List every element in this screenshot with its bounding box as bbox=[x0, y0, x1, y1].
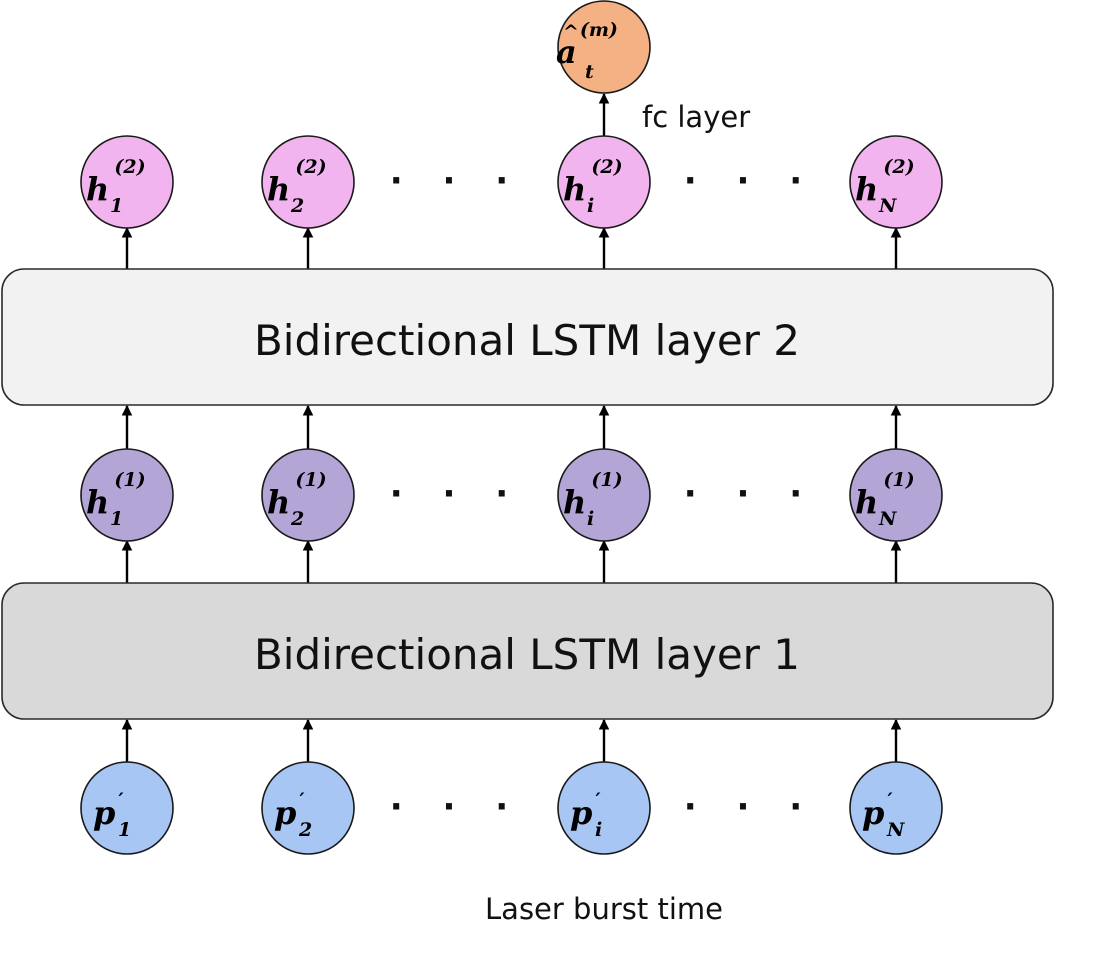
hidden1-node-2: h (1) 2 bbox=[261, 448, 355, 542]
svg-text:h (2) 1: h (2) 1 bbox=[86, 156, 151, 217]
svg-text:h (2) 2: h (2) 2 bbox=[267, 156, 332, 217]
hidden1-ellipsis-right: · · · bbox=[684, 474, 816, 514]
svg-text:p ′ 2: p ′ 2 bbox=[274, 789, 312, 841]
hidden1-node-N: h (1) N bbox=[849, 448, 943, 542]
hidden2-node-i: h (2) i bbox=[557, 135, 651, 229]
svg-text:h (2) i: h (2) i bbox=[563, 156, 628, 217]
input-ellipsis-left: · · · bbox=[390, 787, 522, 827]
lstm-layer-1-box bbox=[1, 582, 1054, 720]
svg-text:h (2) N: h (2) N bbox=[855, 156, 920, 217]
input-ellipsis-right: · · · bbox=[684, 787, 816, 827]
output-node-hat: ^ bbox=[563, 21, 579, 43]
hidden1-row: h (1) 1 h (1) 2 h (1) i h ( bbox=[80, 448, 943, 542]
connection-arrows bbox=[121, 92, 902, 763]
svg-text:h (1) 1: h (1) 1 bbox=[86, 469, 151, 530]
hidden2-row: h (2) 1 h (2) 2 h (2) i h ( bbox=[80, 135, 943, 229]
hidden1-node-i: h (1) i bbox=[557, 448, 651, 542]
output-node-label: a (m) t bbox=[556, 19, 623, 83]
fc-layer-label: fc layer bbox=[642, 100, 750, 134]
hidden2-node-2: h (2) 2 bbox=[261, 135, 355, 229]
svg-text:h (1) i: h (1) i bbox=[563, 469, 628, 530]
lstm-layer-2-box bbox=[1, 268, 1054, 406]
lstm-layer-2-label: Bidirectional LSTM layer 2 bbox=[254, 316, 800, 365]
output-node-base: a bbox=[556, 33, 577, 71]
input-node-N: p ′ N bbox=[849, 761, 943, 855]
input-node-1: p ′ 1 bbox=[80, 761, 174, 855]
svg-text:p ′ 1: p ′ 1 bbox=[93, 789, 131, 841]
output-node-circle bbox=[557, 0, 651, 94]
input-node-i: p ′ i bbox=[557, 761, 651, 855]
svg-text:h (1) 2: h (1) 2 bbox=[267, 469, 332, 530]
hidden2-node-1: h (2) 1 bbox=[80, 135, 174, 229]
lstm-layer-2: Bidirectional LSTM layer 2 bbox=[1, 268, 1054, 406]
output-node: a (m) t ^ bbox=[556, 0, 651, 94]
input-node-2: p ′ 2 bbox=[261, 761, 355, 855]
svg-text:h (1) N: h (1) N bbox=[855, 469, 920, 530]
laser-burst-time-label: Laser burst time bbox=[485, 892, 723, 926]
output-node-sub: t bbox=[585, 61, 594, 83]
input-row: p ′ 1 p ′ 2 p ′ i p ′ bbox=[80, 761, 943, 855]
output-node-sup: (m) bbox=[580, 19, 618, 41]
hidden2-node-N: h (2) N bbox=[849, 135, 943, 229]
hidden2-ellipsis-right: · · · bbox=[684, 161, 816, 201]
hidden1-node-1: h (1) 1 bbox=[80, 448, 174, 542]
lstm-layer-1: Bidirectional LSTM layer 1 bbox=[1, 582, 1054, 720]
hidden2-ellipsis-left: · · · bbox=[390, 161, 522, 201]
lstm-layer-1-label: Bidirectional LSTM layer 1 bbox=[254, 630, 800, 679]
svg-text:p ′ i: p ′ i bbox=[570, 789, 606, 841]
hidden1-ellipsis-left: · · · bbox=[390, 474, 522, 514]
svg-text:p ′ N: p ′ N bbox=[862, 789, 905, 841]
